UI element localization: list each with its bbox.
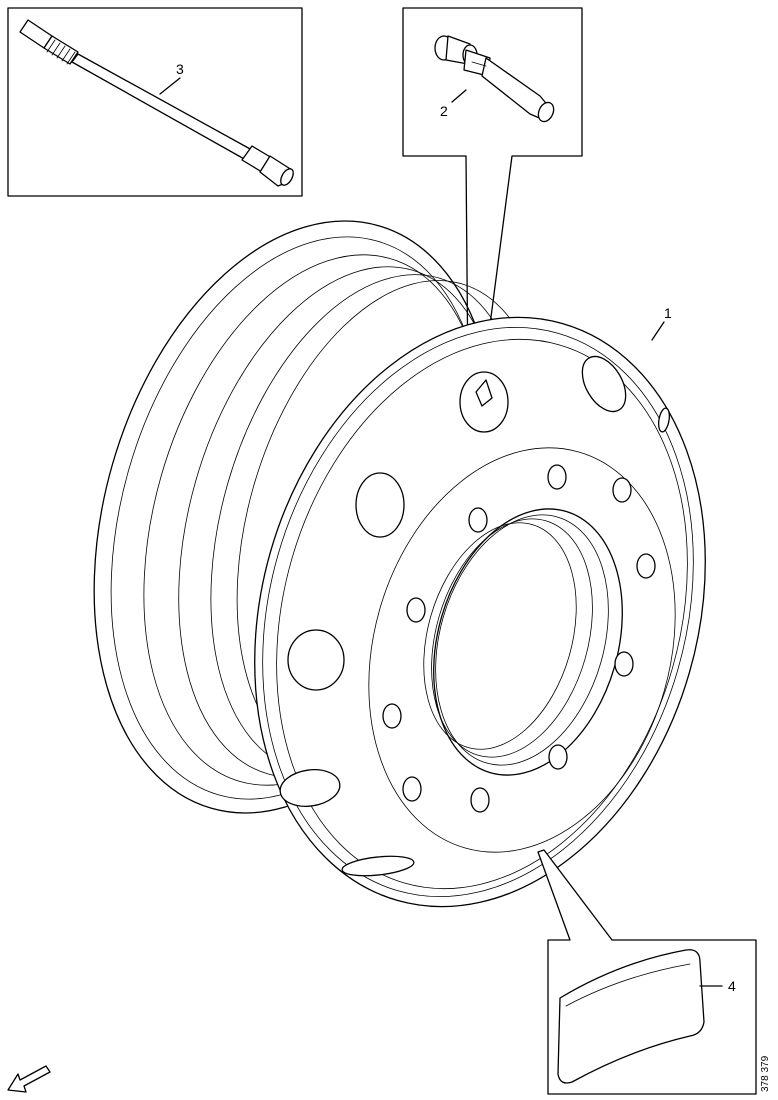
- wheel-rim-drawing: [93, 220, 706, 908]
- hand-hole: [459, 371, 509, 433]
- leader-line-3: [159, 77, 181, 95]
- leader-line-2: [451, 89, 467, 103]
- callout-2: 2: [440, 103, 448, 119]
- stud-holes: [382, 464, 656, 813]
- reference-number: 378 379: [760, 1055, 771, 1092]
- balance-weight-drawing: [557, 949, 705, 1084]
- stud-hole: [468, 507, 488, 533]
- stud-hole: [612, 477, 632, 503]
- inset-balance-weight: 4: [537, 849, 757, 1095]
- inset-valve: 2: [402, 7, 583, 387]
- hand-hole: [279, 769, 341, 807]
- callout-1: 1: [664, 305, 672, 321]
- hand-hole: [341, 855, 415, 877]
- leader-line-1: [651, 321, 665, 341]
- stud-hole: [547, 464, 567, 490]
- center-bore: [433, 508, 623, 776]
- hand-hole: [658, 407, 670, 433]
- stud-hole: [406, 597, 426, 623]
- stud-hole: [548, 744, 568, 770]
- stud-hole: [614, 651, 634, 677]
- stud-hole: [402, 776, 422, 802]
- hand-hole: [581, 355, 627, 413]
- callout-4: 4: [728, 978, 736, 994]
- valve-extension-drawing: [19, 19, 294, 187]
- hand-holes: [279, 355, 670, 877]
- inset-frame-3: [7, 7, 303, 197]
- bolt-circle-disc: [368, 447, 676, 853]
- hand-hole: [355, 472, 405, 538]
- stud-hole: [382, 703, 402, 729]
- callout-3: 3: [176, 61, 184, 77]
- stud-hole: [636, 553, 656, 579]
- valve-drawing: [434, 35, 555, 123]
- inset-valve-extension: 3: [7, 7, 303, 197]
- hand-hole: [287, 629, 345, 691]
- stud-hole: [470, 787, 490, 813]
- view-direction-arrow-icon: [7, 1065, 51, 1093]
- valve-stem: [475, 379, 493, 407]
